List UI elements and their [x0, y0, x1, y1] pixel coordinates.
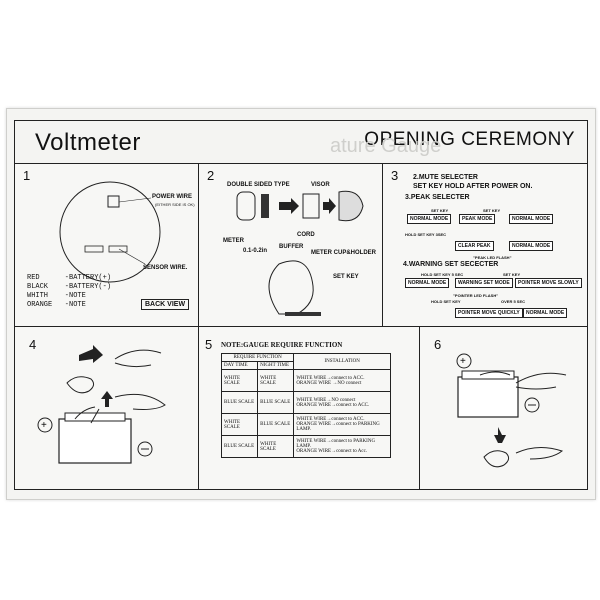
table-cell: WHITE SCALE — [220, 413, 259, 436]
set-key-label: SET KEY — [483, 208, 501, 213]
install-battery-diagram: + — [37, 345, 166, 464]
table-cell: BLUE SCALE — [220, 435, 259, 458]
panel-number: 1 — [23, 168, 31, 183]
table-cell: WHITE WIRE→connect to ACC.ORANGE WIRE →N… — [293, 369, 391, 392]
panel-3: 3 2.MUTE SELECTER SET KEY HOLD AFTER POW… — [382, 163, 588, 327]
mute-subtitle: SET KEY HOLD AFTER POWER ON. — [413, 183, 533, 190]
remove-battery-diagram: + — [456, 353, 567, 468]
table-cell: WHITE WIRE→connect to ACC.ORANGE WIRE→co… — [293, 413, 391, 436]
table-cell: BLUE SCALE — [220, 391, 259, 414]
night-time-header: NIGHT TIME — [257, 361, 295, 370]
table-cell: WHITE SCALE — [257, 435, 295, 458]
wire-white: WHITH -NOTE — [27, 292, 86, 300]
table-cell: BLUE SCALE — [257, 413, 295, 436]
normal-mode-box: NORMAL MODE — [407, 214, 452, 224]
mounting-diagram — [236, 190, 364, 316]
back-view-label: BACK VIEW — [141, 299, 190, 310]
table-title: NOTE:GAUGE REQUIRE FUNCTION — [221, 341, 343, 349]
table-cell: WHITE SCALE — [257, 369, 295, 392]
panel-4: 4 + — [14, 326, 199, 490]
peak-title: 3.PEAK SELECTER — [405, 194, 470, 201]
svg-text:+: + — [460, 356, 466, 367]
panel-1: 1 POWER WIRE (EITHER SIDE IS OK) SENSOR … — [14, 163, 199, 327]
cord-label: CORD — [297, 232, 315, 238]
clear-peak-box: CLEAR PEAK — [455, 241, 494, 251]
set-key-label: SET KEY — [333, 274, 359, 280]
page-subtitle: OPENING CEREMONY — [364, 129, 575, 150]
cup-holder-label: METER CUP&HOLDER — [311, 250, 377, 256]
buffer-label: BUFFER — [279, 244, 304, 250]
set-key-label: SET KEY — [503, 272, 521, 277]
table-cell: WHITE WIRE→connect to PARKING LAMP.ORANG… — [293, 435, 391, 458]
svg-text:+: + — [41, 420, 47, 431]
visor-label: VISOR — [311, 182, 330, 188]
pointer-led-flash: "POINTER LED FLASH" — [453, 293, 499, 298]
panel-6: 6 + — [419, 326, 588, 490]
ghost-text: ature Gauge — [330, 135, 442, 157]
power-wire-note: (EITHER SIDE IS OK) — [155, 202, 195, 207]
normal-mode-box: NORMAL MODE — [523, 308, 568, 318]
wire-black: BLACK -BATTERY(-) — [27, 283, 112, 291]
mute-title: 2.MUTE SELECTER — [413, 174, 478, 181]
installation-header: INSTALLATION — [293, 353, 391, 370]
meter-label: METER — [223, 238, 244, 244]
panel-number: 2 — [207, 168, 215, 183]
pointer-slowly-box: POINTER MOVE SLOWLY — [515, 278, 582, 288]
over-5sec-label: OVER 5 SEC — [501, 299, 526, 304]
hold-set-key-label: HOLD SET KEY — [431, 299, 461, 304]
normal-mode-box: NORMAL MODE — [509, 241, 554, 251]
title-bar: Voltmeter OPENING CEREMONY — [14, 120, 588, 164]
panel-number: 3 — [391, 168, 399, 183]
hold-5sec-label: HOLD SET KEY 5 SEC — [421, 272, 464, 277]
peak-led-flash: "PEAK LED FLASH" — [473, 255, 512, 260]
normal-mode-box: NORMAL MODE — [509, 214, 554, 224]
require-function-table: REQUIRE FUNCTION INSTALLATION DAY TIME N… — [220, 353, 391, 458]
wire-red: RED -BATTERY(+) — [27, 274, 112, 282]
panel-number: 6 — [434, 337, 442, 352]
warning-set-mode-box: WARNING SET MODE — [455, 278, 513, 288]
panel-2: 2 DOUBLE SIDED TYPE VISOR METER CORD 0.1… — [198, 163, 383, 327]
page-title: Voltmeter — [35, 129, 141, 156]
power-wire-label: POWER WIRE — [152, 194, 192, 200]
panel-5: 5 NOTE:GAUGE REQUIRE FUNCTION REQUIRE FU… — [198, 326, 420, 490]
panel-number: 4 — [29, 337, 37, 352]
set-key-label: SET KEY — [431, 208, 449, 213]
gauge-back-diagram — [59, 181, 161, 283]
table-cell: BLUE SCALE — [257, 391, 295, 414]
wire-orange: ORANGE -NOTE — [27, 301, 86, 309]
hold-3sec-label: HOLD SET KEY 3SEC — [405, 232, 447, 237]
double-sided-label: DOUBLE SIDED TYPE — [227, 182, 290, 188]
sensor-wire-label: SENSOR WIRE. — [143, 265, 188, 271]
dimension-label: 0.1-0.2in — [243, 248, 268, 254]
normal-mode-box: NORMAL MODE — [405, 278, 450, 288]
day-time-header: DAY TIME — [220, 361, 259, 370]
peak-mode-box: PEAK MODE — [459, 214, 496, 224]
pointer-quickly-box: POINTER MOVE QUICKLY — [455, 308, 523, 318]
table-cell: WHITE SCALE — [220, 369, 259, 392]
panel-number: 5 — [205, 337, 213, 352]
warning-title: 4.WARNING SET SECECTER — [403, 261, 499, 268]
require-function-header: REQUIRE FUNCTION — [220, 353, 295, 362]
